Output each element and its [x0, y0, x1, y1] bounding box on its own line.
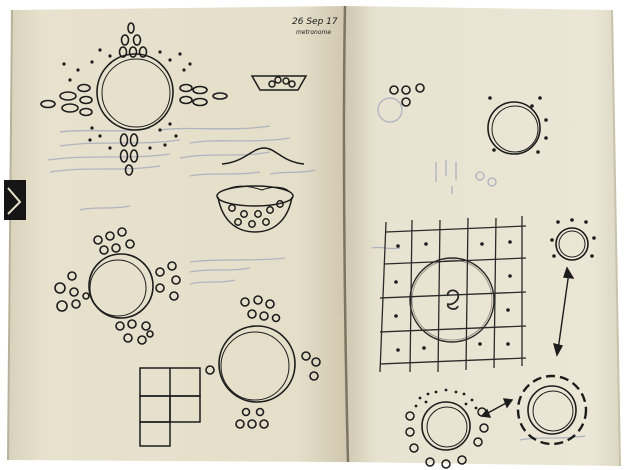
date-note: 26 Sep 17 [292, 17, 338, 27]
elastic-band [4, 180, 26, 220]
left-page [8, 6, 348, 462]
right-page [345, 6, 620, 466]
date-subnote: metronome [296, 29, 331, 36]
